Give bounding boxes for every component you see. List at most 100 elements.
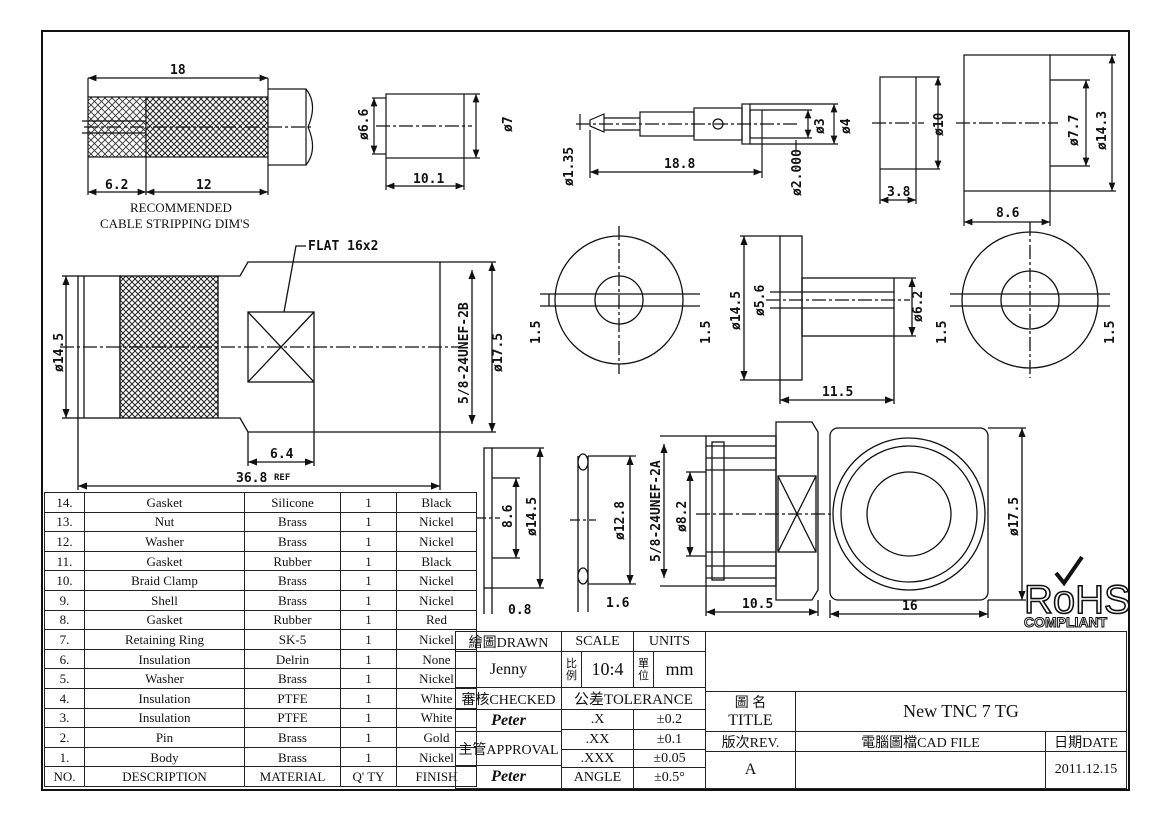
approval-label: 主管APPROVAL (456, 732, 562, 766)
bom-description: Shell (84, 589, 245, 611)
checked-label: 審核CHECKED (456, 688, 562, 710)
tol-xxx-val: ±0.05 (634, 750, 706, 768)
bom-material: Rubber (244, 609, 341, 631)
bom-quantity: 1 (340, 550, 397, 572)
bom-description: Washer (84, 531, 245, 552)
dim-washer-inner: 8.6 (501, 504, 516, 528)
dim-jack-dia: ø8.2 (675, 501, 690, 532)
dim-slot-a: 1.5 (529, 321, 544, 344)
rohs-mark: RoHS COMPLIANT (1022, 553, 1132, 631)
dim-nut-outer: ø14.3 (1095, 111, 1110, 150)
split-washer-front (540, 226, 700, 374)
bom-description: Braid Clamp (84, 570, 245, 591)
title-label: TITLE (706, 712, 796, 732)
jack-body-side (660, 421, 834, 616)
bom-quantity: 1 (340, 609, 397, 631)
dim-jack-len: 10.5 (742, 597, 773, 612)
nut-view (956, 54, 1116, 226)
jack-front-face (829, 427, 1026, 618)
checkmark-icon: RoHS COMPLIANT (1023, 555, 1132, 631)
bom-material: Rubber (244, 550, 341, 572)
bom-quantity: 1 (340, 511, 397, 533)
dim-washer-thk: 0.8 (508, 603, 532, 618)
bom-header-item-no: NO. (44, 766, 85, 787)
bom-header-finish: FINISH (396, 766, 477, 787)
dim-flat: FLAT 16x2 (308, 239, 378, 254)
scale-prefix: 比例 (562, 652, 582, 688)
dim-pin-tip: ø1.35 (562, 147, 577, 186)
date-label: 日期DATE (1046, 732, 1126, 752)
dim-clamp-dia: ø14.5 (729, 291, 744, 330)
cad-label: 電腦圖檔CAD FILE (796, 732, 1046, 752)
dim-ring-thk: 1.6 (606, 596, 630, 611)
units-prefix: 單位 (634, 652, 654, 688)
washer-side (476, 447, 544, 614)
bom-quantity: 1 (340, 531, 397, 552)
bom-finish: Nickel (396, 589, 477, 611)
note-strip-line2: CABLE STRIPPING DIM'S (100, 216, 250, 231)
dim-ring-dia: ø12.8 (613, 501, 628, 540)
note-strip-line1: RECOMMENDED (130, 200, 232, 215)
dim-cable-overall: 18 (170, 63, 186, 78)
bom-material: SK-5 (244, 629, 341, 650)
dim-ferrule-outer: ø7 (501, 116, 516, 132)
title-block: 繪圖DRAWN SCALE UNITS Jenny 比例 10:4 單位 mm … (455, 631, 1127, 789)
bom-quantity: 1 (340, 668, 397, 689)
dim-thread: 5/8-24UNEF-2B (457, 302, 472, 404)
bom-header-quantity: Q' TY (340, 766, 397, 787)
dim-gasket-len: 3.8 (887, 185, 911, 200)
dim-slot-c: 1.5 (935, 321, 950, 344)
bom-material: Brass (244, 746, 341, 768)
bom-item-no: 12. (44, 531, 85, 552)
bom-item-no: 3. (44, 707, 85, 729)
dim-pin-c: ø2.000 (790, 149, 805, 196)
tolerance-label: 公差TOLERANCE (562, 688, 706, 710)
bom-quantity: 1 (340, 687, 397, 709)
bom-item-no: 4. (44, 687, 85, 709)
bom-material: Delrin (244, 648, 341, 670)
dim-pin-b: ø4 (839, 118, 854, 134)
bom-description: Gasket (84, 609, 245, 631)
title-cn: 圖 名 (706, 692, 796, 712)
bom-item-no: 14. (44, 492, 85, 513)
dim-slot-d: 1.5 (1103, 321, 1118, 344)
bom-material: Brass (244, 668, 341, 689)
dim-overall-ref: REF (274, 473, 290, 483)
pin-view (576, 103, 838, 178)
bom-finish: Nickel (396, 570, 477, 591)
blank-logo-area (706, 632, 1126, 692)
scale-label: SCALE (562, 632, 634, 652)
bom-item-no: 13. (44, 511, 85, 533)
bom-finish: Nickel (396, 511, 477, 533)
bom-description: Gasket (84, 492, 245, 513)
tol-xx: .XX (562, 730, 634, 750)
bom-description: Insulation (84, 707, 245, 729)
rohs-text: RoHS (1024, 578, 1130, 622)
bom-description: Insulation (84, 648, 245, 670)
tol-x: .X (562, 710, 634, 730)
bom-material: Brass (244, 531, 341, 552)
drawn-label: 繪圖DRAWN (456, 632, 562, 652)
bom-quantity: 1 (340, 727, 397, 748)
title-value: New TNC 7 TG (796, 692, 1126, 732)
dim-body-dia: ø14.5 (52, 333, 67, 372)
units-label: UNITS (634, 632, 706, 652)
bom-item-no: 9. (44, 589, 85, 611)
bom-item-no: 5. (44, 668, 85, 689)
bom-material: Silicone (244, 492, 341, 513)
drawn-by: Jenny (456, 652, 562, 688)
braid-clamp-front (950, 222, 1110, 378)
dim-jack-face-dia: ø17.5 (1007, 497, 1022, 536)
dim-body-outer: ø17.5 (491, 333, 506, 372)
dim-gasket-dia: ø10 (932, 112, 947, 136)
dim-jack-face-len: 16 (902, 599, 918, 614)
